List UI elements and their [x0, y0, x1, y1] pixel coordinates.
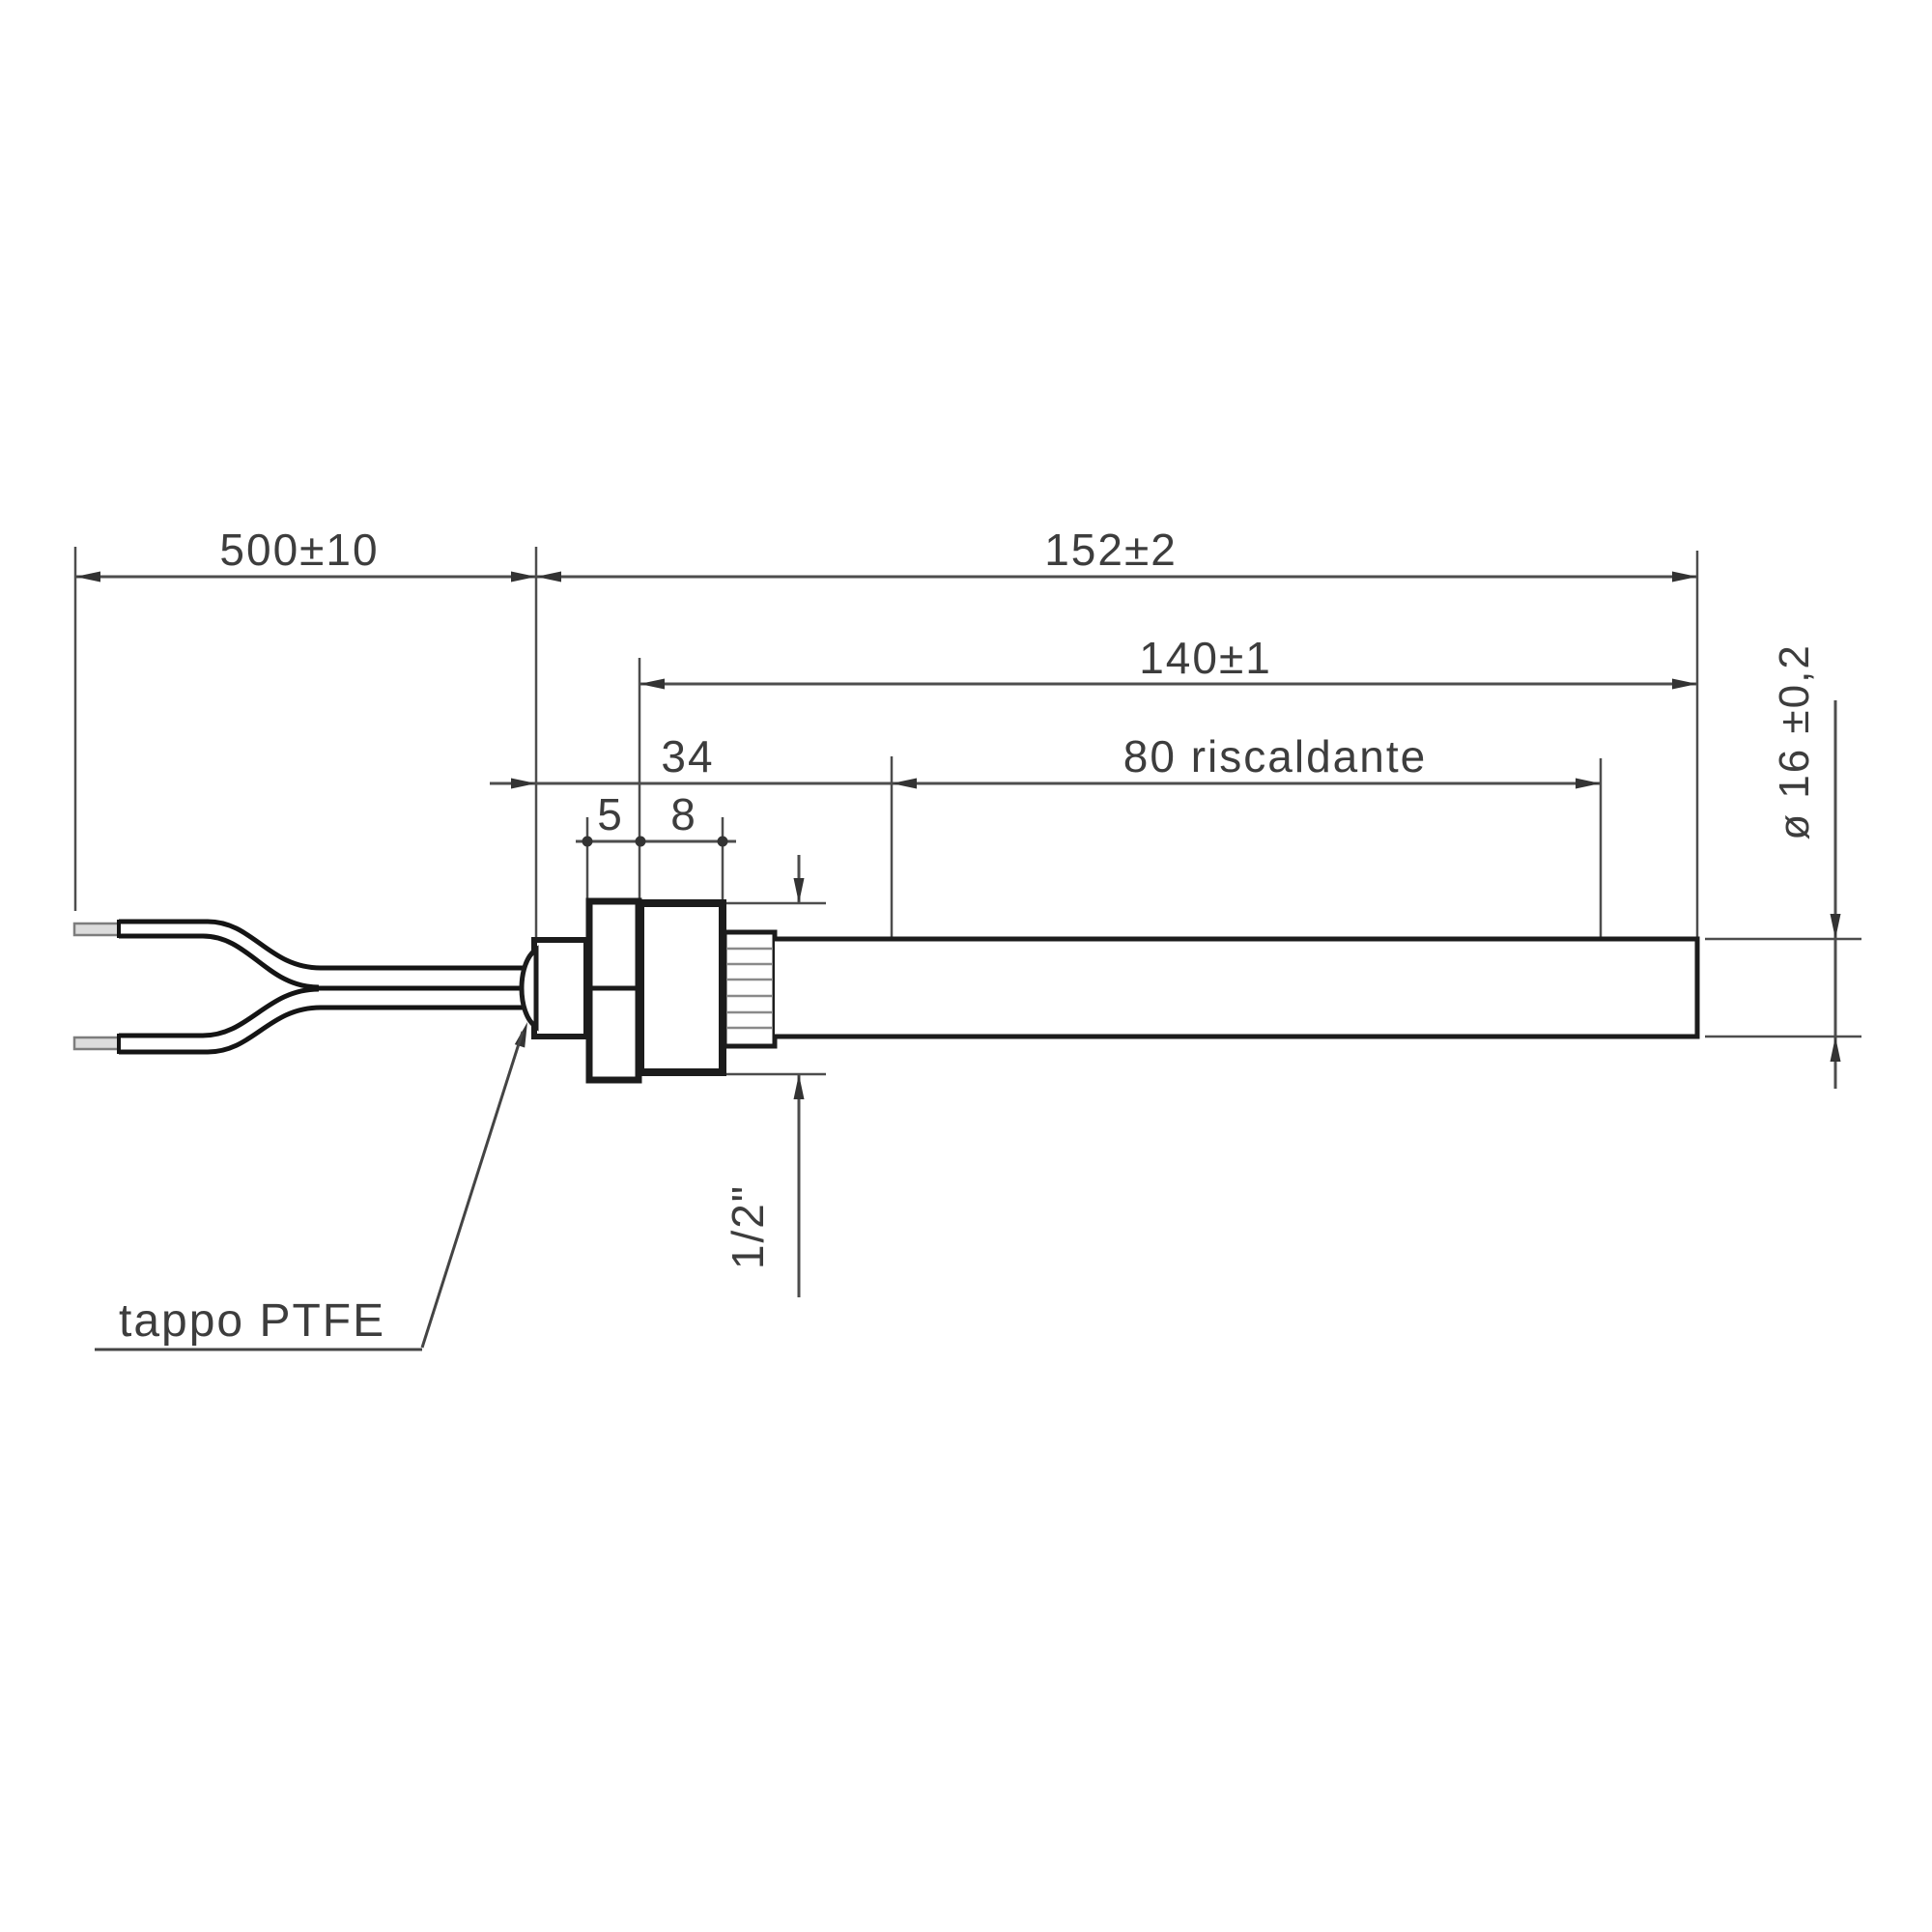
wire-upper-top-edge — [119, 919, 527, 971]
arrow-heated-zone-left — [892, 778, 917, 789]
arrow-sheath-right — [1672, 678, 1697, 690]
arrowheads — [75, 571, 1841, 1099]
label-ptfe-plug: tappo PTFE — [119, 1295, 385, 1347]
dot-nut-left — [582, 836, 593, 847]
arrow-cold-zone-left — [511, 778, 536, 789]
dim-label-heated-zone: 80 riscaldante — [1123, 731, 1427, 781]
arrow-sheath-left — [639, 678, 665, 690]
dim-label-thread-size: 1/2" — [723, 1184, 773, 1269]
arrow-cable-right — [511, 571, 536, 582]
heater-body — [519, 897, 1700, 1084]
arrow-diameter-top — [1830, 914, 1841, 939]
dot-nut-flange — [635, 836, 646, 847]
leader-diagonal — [420, 1031, 525, 1349]
dim-label-overall-length: 152±2 — [1044, 525, 1178, 575]
dot-flange-right — [717, 836, 728, 847]
collar — [531, 937, 589, 1039]
arrow-overall-left — [536, 571, 561, 582]
ptfe-plug-cone — [519, 945, 539, 1032]
lead-wires — [72, 919, 529, 1055]
dim-label-flange-thickness: 8 — [670, 789, 697, 839]
arrow-diameter-bottom — [1830, 1037, 1841, 1062]
wire-stripped-tip-upper — [72, 922, 121, 937]
wire-lower-bottom-edge — [119, 1005, 527, 1055]
thread-crest-lines — [727, 947, 772, 1030]
arrow-overall-right — [1672, 571, 1697, 582]
arrow-cable-left — [75, 571, 100, 582]
dim-label-nut-thickness: 5 — [597, 789, 624, 839]
flange — [637, 899, 726, 1076]
dim-label-sheath-length: 140±1 — [1139, 633, 1272, 683]
dim-label-diameter: ø 16 ±0,2 — [1771, 643, 1818, 840]
arrow-heated-zone-right — [1576, 778, 1601, 789]
cartridge-rod — [775, 936, 1700, 1039]
dimension-labels: 500±10 152±2 140±1 34 80 riscaldante 5 8… — [119, 525, 1818, 1347]
dim-label-cold-zone: 34 — [661, 731, 714, 781]
leader-line-plug — [95, 1031, 525, 1351]
dim-label-cable-length: 500±10 — [219, 525, 379, 575]
wire-lower-top-edge — [119, 986, 320, 1038]
arrow-thread-bottom — [793, 1074, 805, 1099]
wire-stripped-tip-lower — [72, 1036, 121, 1051]
arrow-thread-top — [793, 878, 805, 903]
wire-upper-bottom-edge — [119, 933, 320, 990]
